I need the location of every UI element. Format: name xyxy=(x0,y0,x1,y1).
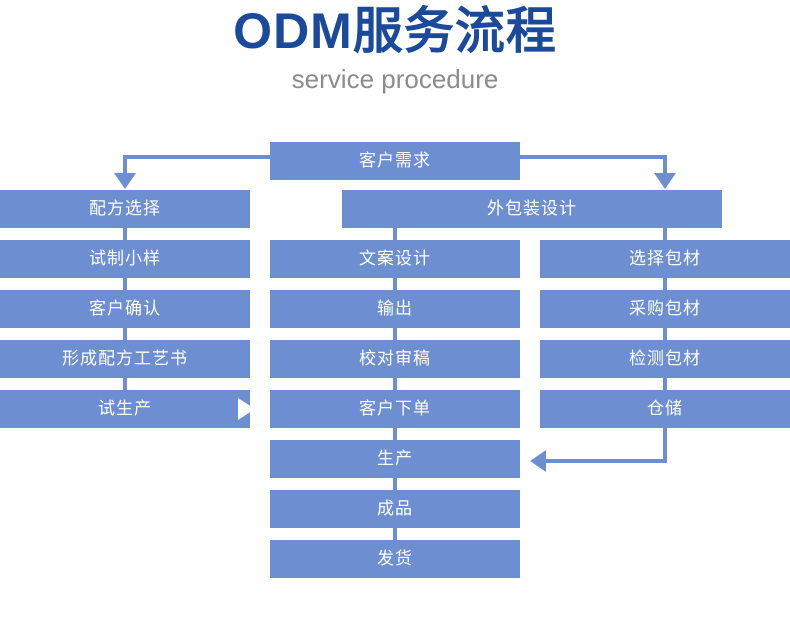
connector-production-1 xyxy=(393,428,397,440)
connector-packaging-2 xyxy=(393,278,397,290)
node-purchase-packaging-material[interactable]: 采购包材 xyxy=(540,290,790,328)
connector-formulation-3 xyxy=(123,328,127,340)
node-customer-confirmation[interactable]: 客户确认 xyxy=(0,290,250,328)
connector-warehouse-drop xyxy=(663,428,667,463)
connector-materials-2 xyxy=(663,278,667,290)
node-warehousing[interactable]: 仓储 xyxy=(540,390,790,428)
connector-production-3 xyxy=(393,528,397,540)
arrow-down-icon-to-formulation xyxy=(114,173,136,189)
connector-packaging-3 xyxy=(393,328,397,340)
connector-root-left-bus xyxy=(123,155,273,159)
connector-root-left-stem xyxy=(123,155,127,175)
connector-packaging-4 xyxy=(393,378,397,390)
node-formula-selection[interactable]: 配方选择 xyxy=(0,190,250,228)
node-output[interactable]: 输出 xyxy=(270,290,520,328)
node-production[interactable]: 生产 xyxy=(270,440,520,478)
connector-materials-1 xyxy=(663,228,667,240)
page-subtitle: service procedure xyxy=(291,64,499,94)
connector-warehouse-run xyxy=(546,459,667,463)
connector-materials-3 xyxy=(663,328,667,340)
node-proofreading[interactable]: 校对审稿 xyxy=(270,340,520,378)
page-title: ODM服务流程 xyxy=(233,3,557,59)
connector-production-2 xyxy=(393,478,397,490)
node-formula-process-document[interactable]: 形成配方工艺书 xyxy=(0,340,250,378)
connector-materials-4 xyxy=(663,378,667,390)
connector-formulation-2 xyxy=(123,278,127,290)
node-trial-sample[interactable]: 试制小样 xyxy=(0,240,250,278)
connector-packaging-1 xyxy=(393,228,397,240)
node-shipment[interactable]: 发货 xyxy=(270,540,520,578)
node-finished-product[interactable]: 成品 xyxy=(270,490,520,528)
arrow-left-icon-to-production xyxy=(530,450,546,472)
node-inspect-packaging-material[interactable]: 检测包材 xyxy=(540,340,790,378)
connector-formulation-4 xyxy=(123,378,127,390)
node-outer-package-design[interactable]: 外包装设计 xyxy=(342,190,722,228)
node-customer-requirement[interactable]: 客户需求 xyxy=(270,142,520,180)
connector-root-right-stem xyxy=(663,155,667,175)
connector-root-right-bus xyxy=(518,155,667,159)
arrow-right-icon-trial-to-order xyxy=(238,398,255,420)
arrow-down-icon-to-packaging xyxy=(654,173,676,189)
node-select-packaging-material[interactable]: 选择包材 xyxy=(540,240,790,278)
node-customer-order[interactable]: 客户下单 xyxy=(270,390,520,428)
node-trial-production[interactable]: 试生产 xyxy=(0,390,250,428)
connector-formulation-1 xyxy=(123,228,127,240)
node-copywriting-design[interactable]: 文案设计 xyxy=(270,240,520,278)
